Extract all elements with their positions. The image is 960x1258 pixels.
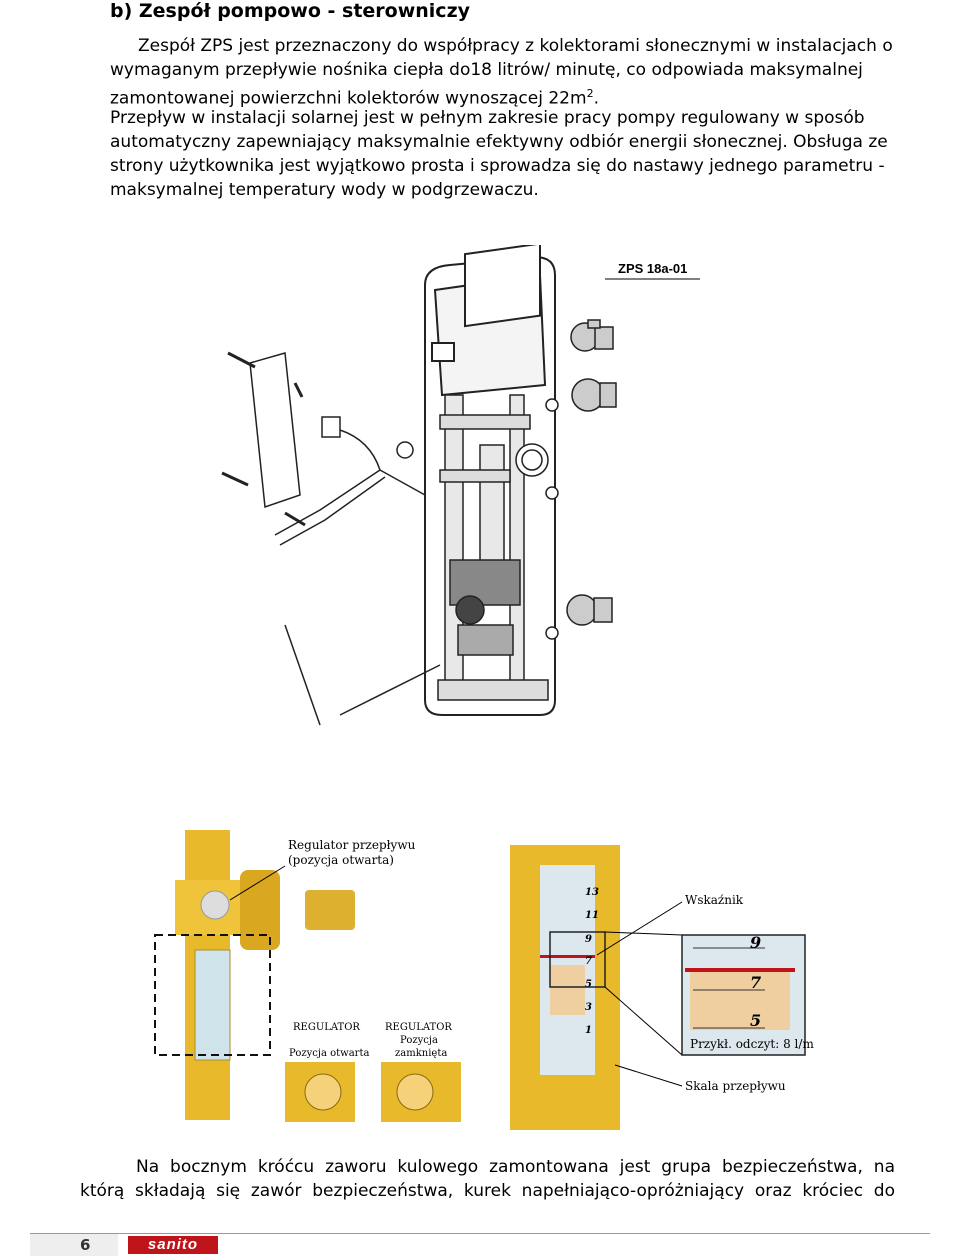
page-number: 6 [80,1236,91,1254]
model-label: ZPS 18a-01 [618,261,687,276]
regulator-label-2: (pozycja otwarta) [288,853,394,867]
indicator-label: Wskaźnik [685,893,744,907]
scale-label: Skala przepływu [685,1079,786,1093]
zoom-5: 5 [750,1011,761,1030]
intro-end: . [593,88,599,109]
sanito-logo: sanito [128,1236,218,1254]
reg-closed-sub2: zamknięta [395,1048,447,1059]
scale-5: 5 [585,979,592,990]
section-heading: b) Zespół pompowo - sterowniczy [110,0,471,22]
safety-group-paragraph: Na bocznym króćcu zaworu kulowego zamont… [80,1157,895,1201]
regulator-label-1: Regulator przepływu [288,838,416,852]
flow-paragraph: Przepływ w instalacji solarnej jest w pe… [110,108,888,200]
scale-numbers: 13 11 9 7 5 3 1 [585,887,599,1036]
scale-9: 9 [585,934,592,945]
zoomed-scale [681,934,806,1056]
scale-13: 13 [585,887,599,898]
reg-open-title: REGULATOR [293,1022,360,1033]
mounting-bracket [221,351,426,527]
internal-pipework [437,394,549,701]
superscript: 2 [586,87,594,100]
intro-paragraph: Zespół ZPS jest przeznaczony do współpra… [110,34,900,111]
brass-valve [154,830,355,1120]
fittings [545,319,617,640]
flow-regulator-photos: Regulator przepływu (pozycja otwarta) RE… [154,830,814,1130]
page-number-box [30,1234,118,1256]
sensor-wires [274,469,441,726]
scale-3: 3 [585,1002,592,1013]
reg-closed-sub1: Pozycja [400,1035,438,1046]
zoom-7: 7 [750,973,761,992]
regulator-position-photos [285,1062,461,1122]
intro-text: Zespół ZPS jest przeznaczony do współpra… [110,36,893,109]
scale-11: 11 [585,910,599,921]
reg-open-sub: Pozycja otwarta [289,1048,369,1059]
example-reading: Przykł. odczyt: 8 l/m [690,1037,814,1051]
footer-rule [30,1233,930,1234]
scale-7: 7 [585,956,592,967]
reg-closed-title: REGULATOR [385,1022,452,1033]
pump-unit-exploded-drawing: ZPS 18a-01 [221,245,700,726]
scale-1: 1 [585,1025,592,1036]
zoom-numbers: 9 7 5 [750,933,761,1030]
zoom-box-small [549,931,606,988]
zoom-9: 9 [750,933,761,952]
